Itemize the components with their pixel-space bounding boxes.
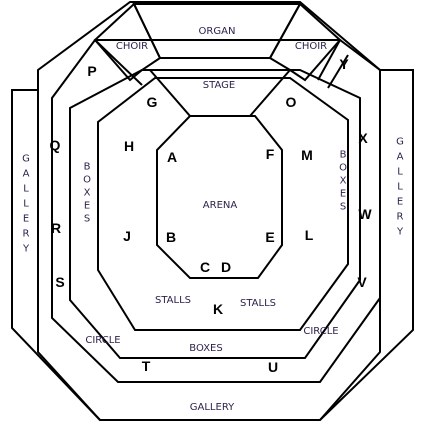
section-o[interactable]: O [286,94,297,110]
section-l[interactable]: L [305,227,314,243]
choir-left-outline [93,2,162,82]
y-section-divider [327,54,349,89]
gallery-right-wing [319,69,414,421]
stage-label: STAGE [203,80,235,91]
circle-left-label: CIRCLE [85,335,120,346]
section-d[interactable]: D [221,259,231,275]
section-r[interactable]: R [51,220,61,236]
section-x[interactable]: X [358,130,368,146]
boxes-right-label: BOXES [338,150,349,215]
stalls-outline [97,77,349,331]
section-y[interactable]: Y [339,56,349,72]
choir-divider-right [317,39,341,81]
boxes-bottom-label: BOXES [189,343,222,354]
section-e[interactable]: E [265,229,274,245]
boxes-left-label: BOXES [82,162,93,227]
arena-outline [156,115,283,279]
section-j[interactable]: J [123,228,131,244]
section-b[interactable]: B [166,229,176,245]
arena-label: ARENA [203,200,238,211]
circle-outline [51,39,381,383]
section-m[interactable]: M [301,147,313,163]
gallery-right-label: GALLERY [395,137,406,242]
stage-outline [147,69,293,117]
stalls-right-label: STALLS [240,298,276,309]
stalls-left-label: STALLS [155,295,191,306]
gallery-bottom-label: GALLERY [190,402,235,413]
organ-label: ORGAN [199,26,236,37]
choir-right-outline [268,2,342,82]
gallery-left-label: GALLERY [21,154,32,259]
choir-divider-left [94,39,143,86]
section-u[interactable]: U [268,359,278,375]
section-g[interactable]: G [147,94,158,110]
circle-right-label: CIRCLE [303,326,338,337]
section-s[interactable]: S [55,274,64,290]
section-t[interactable]: T [142,358,151,374]
section-p[interactable]: P [87,63,96,79]
gallery-left-wing [11,89,101,421]
section-q[interactable]: Q [50,137,61,153]
section-h[interactable]: H [124,138,134,154]
section-v[interactable]: V [357,274,367,290]
choir-right-label: CHOIR [295,41,327,52]
section-k[interactable]: K [213,301,223,317]
section-c[interactable]: C [200,259,210,275]
section-a[interactable]: A [167,149,177,165]
choir-left-label: CHOIR [116,41,148,52]
section-w[interactable]: W [358,206,372,222]
boxes-outline [69,69,361,359]
section-f[interactable]: F [266,146,275,162]
